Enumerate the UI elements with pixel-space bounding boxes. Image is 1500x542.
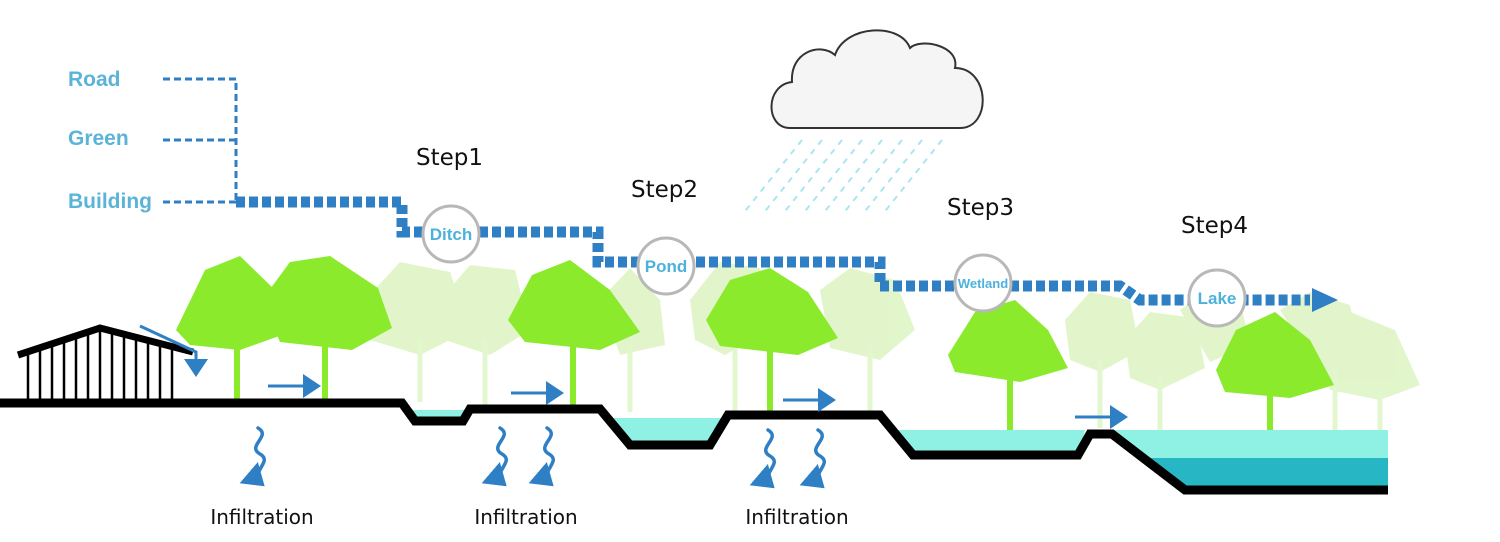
infiltration-label-3: Infiltration: [745, 505, 848, 529]
step-label-2: Step2: [631, 177, 698, 203]
node-label-ditch: Ditch: [430, 225, 473, 244]
tree-icon: [706, 268, 838, 412]
rain-icon: [741, 139, 943, 216]
infiltration-label-2: Infiltration: [474, 505, 577, 529]
source-label-green: Green: [68, 127, 129, 150]
flow-arrowhead: [1312, 288, 1338, 312]
node-label-wetland: Wetland: [958, 276, 1008, 291]
cloud-icon: [770, 29, 984, 129]
node-ditch: Ditch: [421, 204, 481, 264]
step-label-1: Step1: [416, 145, 483, 171]
node-label-lake: Lake: [1198, 289, 1237, 308]
step-label-4: Step4: [1181, 213, 1248, 239]
tree-icon: [176, 256, 282, 400]
infiltration-label-1: Infiltration: [210, 505, 313, 529]
source-label-building: Building: [68, 190, 152, 213]
water: [412, 410, 1388, 490]
source-connectors: [163, 77, 238, 204]
ground-line: [0, 398, 1388, 495]
tree-icon: [262, 256, 392, 400]
node-label-pond: Pond: [645, 257, 688, 276]
tree-icon: [508, 260, 640, 408]
node-wetland: Wetland: [953, 253, 1013, 313]
arrow-icon: [139, 324, 1128, 429]
node-pond: Pond: [636, 236, 696, 296]
tree-icon: [948, 300, 1068, 440]
node-lake: Lake: [1187, 268, 1247, 328]
source-label-road: Road: [68, 68, 121, 91]
house-icon: [16, 324, 194, 403]
flow-path: [236, 196, 1310, 306]
wavy-arrow-icon: [239, 426, 826, 489]
step-label-3: Step3: [947, 195, 1014, 221]
